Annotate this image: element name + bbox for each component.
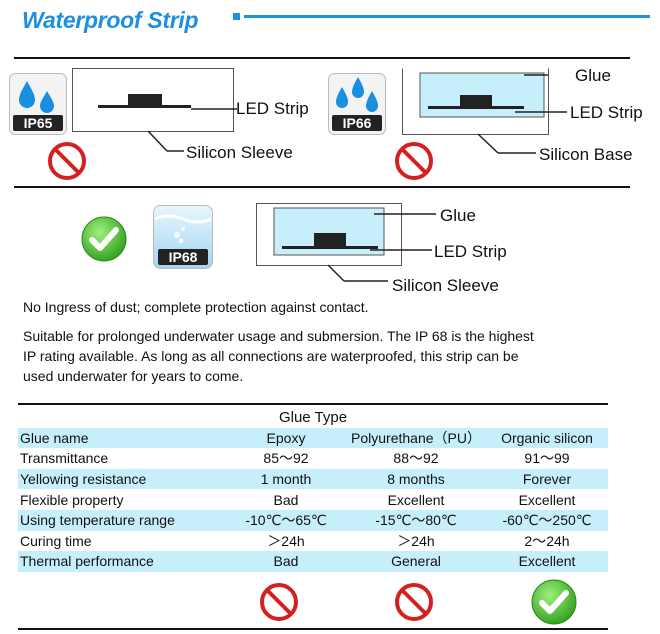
ip68-description-line: Suitable for prolonged underwater usage … xyxy=(23,328,534,344)
title-square xyxy=(233,13,240,20)
table-row: Using temperature range -10℃～65℃ -15℃～80… xyxy=(18,509,608,531)
ip68-description-line: IP rating available. As long as all conn… xyxy=(23,348,519,364)
table-cell: Thermal performance xyxy=(18,551,226,572)
ip68-badge-label: IP68 xyxy=(168,249,198,265)
water-drop-icon xyxy=(366,91,378,112)
table-cell: Flexible property xyxy=(20,491,124,508)
table-row: Transmittance 85～92 88～92 91～99 xyxy=(18,448,608,469)
ip68-description-line: used underwater for years to come. xyxy=(23,368,244,384)
table-row: Thermal performance Bad General Excellen… xyxy=(18,551,608,572)
no-icon xyxy=(392,580,436,629)
table-cell: Excellent xyxy=(387,491,445,508)
ip66-silicon-base-label: Silicon Base xyxy=(539,145,633,164)
table-cell: -60℃～250℃ xyxy=(486,509,608,531)
table-cell: Organic silicon xyxy=(486,427,608,449)
table-cell: ＞24h xyxy=(267,532,305,549)
page-title: Waterproof Strip xyxy=(22,7,199,33)
water-drop-icon xyxy=(336,87,348,108)
table-cell: 88～92 xyxy=(393,450,439,467)
water-drop-icon xyxy=(40,91,54,113)
ip66-led-strip-label: LED Strip xyxy=(570,103,643,122)
ip68-badge: IP68 xyxy=(153,205,213,274)
table-cell: Glue name xyxy=(18,427,226,449)
divider-middle xyxy=(14,186,630,188)
ip68-led-strip-label: LED Strip xyxy=(434,242,507,261)
ip68-dust-text: No Ingress of dust; complete protection … xyxy=(23,299,369,315)
table-top-rule xyxy=(18,403,608,405)
table-cell: ＞24h xyxy=(397,532,435,549)
ip66-badge: IP66 xyxy=(328,73,386,140)
ip65-silicon-sleeve-label: Silicon Sleeve xyxy=(186,143,293,162)
ip65-badge-label: IP65 xyxy=(23,115,53,131)
check-icon xyxy=(530,578,578,631)
table-cell: -15℃～80℃ xyxy=(346,509,486,531)
ip65-badge: IP65 xyxy=(9,73,67,140)
table-cell: -10℃～65℃ xyxy=(226,509,346,531)
check-icon xyxy=(80,215,128,268)
water-drop-icon xyxy=(352,77,364,98)
table-cell: 2～24h xyxy=(524,532,570,549)
table-cell: 8 months xyxy=(346,468,486,490)
ip65-led-strip-label: LED Strip xyxy=(236,99,309,118)
no-icon xyxy=(45,139,89,188)
table-caption: Glue Type xyxy=(278,408,348,426)
table-cell: Yellowing resistance xyxy=(18,468,226,490)
table-row: Flexible property Bad Excellent Excellen… xyxy=(18,489,608,510)
no-icon xyxy=(257,580,301,629)
table-cell: Polyurethane（PU） xyxy=(346,427,486,449)
table-cell: 91～99 xyxy=(524,450,570,467)
ip68-glue-label: Glue xyxy=(440,206,476,225)
divider-top xyxy=(14,57,630,59)
table-cell: Excellent xyxy=(486,551,608,572)
table-cell: Forever xyxy=(486,468,608,490)
table-cell: Excellent xyxy=(518,491,576,508)
table-row: Yellowing resistance 1 month 8 months Fo… xyxy=(18,468,608,490)
glue-type-table: Glue Type Glue name Epoxy Polyurethane（P… xyxy=(18,407,608,572)
ip66-glue-label: Glue xyxy=(575,66,611,85)
ip66-badge-label: IP66 xyxy=(342,115,372,131)
table-bottom-rule xyxy=(18,628,608,630)
table-cell: General xyxy=(346,551,486,572)
ip66-diagram xyxy=(402,68,567,171)
water-drop-icon xyxy=(19,81,35,108)
table-cell: Epoxy xyxy=(226,427,346,449)
ip68-silicon-sleeve-label: Silicon Sleeve xyxy=(392,276,499,295)
table-cell: Bad xyxy=(226,551,346,572)
ip68-diagram xyxy=(256,203,436,303)
table-cell: Using temperature range xyxy=(18,509,226,531)
table-row: Curing time ＞24h ＞24h 2～24h xyxy=(18,531,608,552)
no-icon xyxy=(392,139,436,188)
table-cell: 85～92 xyxy=(263,450,309,467)
title-rule xyxy=(244,15,650,18)
table-cell: 1 month xyxy=(226,468,346,490)
table-cell: Bad xyxy=(273,491,299,508)
table-row: Glue name Epoxy Polyurethane（PU） Organic… xyxy=(18,427,608,449)
table-cell: Transmittance xyxy=(20,450,109,467)
ip68-description: Suitable for prolonged underwater usage … xyxy=(23,326,623,386)
ip65-diagram xyxy=(72,68,352,171)
table-cell: Curing time xyxy=(20,532,92,549)
